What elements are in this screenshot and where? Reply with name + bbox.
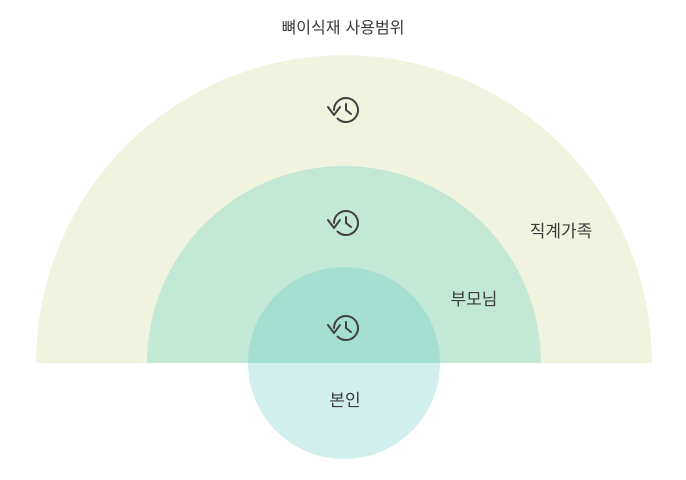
middle-zone-parents: [147, 166, 541, 363]
inner-zone-label: 본인: [329, 391, 360, 411]
reuse-cycle-icon: [327, 210, 359, 236]
reuse-cycle-icon: [327, 97, 359, 123]
reuse-cycle-icon: [327, 315, 359, 341]
middle-zone-label: 부모님: [451, 290, 498, 310]
outer-zone-label: 직계가족: [530, 222, 593, 242]
inner-zone-self-lower: [248, 363, 440, 459]
diagram-title: 뼈이식재 사용범위: [282, 18, 405, 37]
inner-zone-self-upper: [248, 267, 440, 363]
